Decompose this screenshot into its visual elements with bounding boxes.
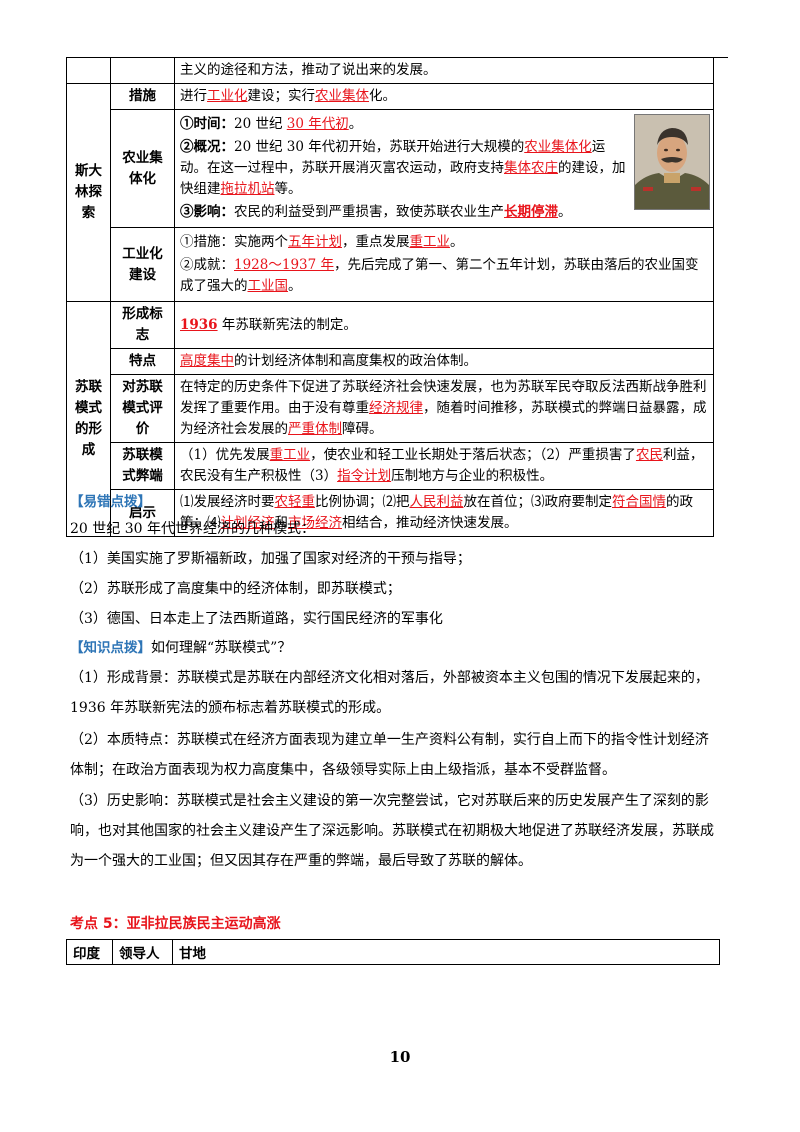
table-row: 斯大林探索 措施 进行工业化建设；实行农业集体化。: [66, 83, 714, 302]
knowledge-line: 体制；在政治方面表现为权力高度集中，各级领导实际上由上级指派，基本不受群监督。: [70, 762, 616, 778]
feature-label: 特点: [110, 348, 175, 375]
measures-text: 进行工业化建设；实行农业集体化。: [174, 83, 714, 110]
table-row: 对苏联模式评价 在特定的历史条件下促进了苏联经济社会快速发展，也为苏联军民夺取反…: [67, 374, 714, 443]
continuation-text: 主义的途径和方法，推动了说出来的发展。: [174, 57, 714, 84]
agri-collectivization-content: ①时间：20 世纪 30 年代初。 ②概况：20 世纪 30 年代初开始，苏联开…: [174, 109, 714, 228]
flaws-text: （1）优先发展重工业，使农业和轻工业长期处于落后状态；（2）严重损害了农民利益，…: [174, 442, 714, 490]
stalin-exploration-label: 斯大林探索: [66, 83, 111, 302]
lesson-text: ⑴发展经济时要农轻重比例协调；⑵把人民利益放在首位；⑶政府要制定符合国情的政策；…: [174, 489, 714, 537]
knowledge-line: （1）形成背景：苏联模式是苏联在内部经济文化相对落后，外部被资本主义包围的情况下…: [70, 670, 709, 686]
knowledge-line: 响，也对其他国家的社会主义建设产生了深远影响。苏联模式在初期极大地促进了苏联经济…: [70, 823, 714, 839]
table-row: 苏联模式的形成 形成标志 1936 年苏联新宪法的制定。: [66, 301, 714, 537]
history-summary-table: 主义的途径和方法，推动了说出来的发展。 斯大林探索 措施 进行工业化建设；实行农…: [66, 57, 714, 537]
formation-sign-text: 1936 年苏联新宪法的制定。: [174, 301, 714, 349]
table-row: 启示 ⑴发展经济时要农轻重比例协调；⑵把人民利益放在首位；⑶政府要制定符合国情的…: [67, 489, 714, 537]
feature-text: 高度集中的计划经济体制和高度集权的政治体制。: [174, 348, 714, 375]
evaluation-text: 在特定的历史条件下促进了苏联经济社会快速发展，也为苏联军民夺取反法西斯战争胜利发…: [174, 374, 714, 443]
flaws-label: 苏联模式弊端: [110, 442, 175, 490]
agri-collectivization-label: 农业集体化: [110, 109, 175, 228]
industrialization-content: ①措施：实施两个五年计划，重点发展重工业。 ②成就：1928～1937 年，先后…: [174, 227, 714, 302]
leader-cell: 甘地: [172, 939, 720, 965]
knowledge-line: （2）本质特点：苏联模式在经济方面表现为建立单一生产资料公有制，实行自上而下的指…: [70, 732, 709, 748]
leader-label-cell: 领导人: [112, 939, 173, 965]
knowledge-question: 如何理解“苏联模式”？: [151, 640, 292, 656]
india-table: 印度 领导人 甘地: [66, 939, 720, 965]
table-row: 主义的途径和方法，推动了说出来的发展。: [66, 57, 714, 84]
knowledge-line: （3）历史影响：苏联模式是社会主义建设的第一次完整尝试，它对苏联后来的历史发展产…: [70, 793, 709, 809]
section-title: 考点 5：亚非拉民族民主运动高涨: [70, 916, 281, 932]
table-row: 工业化建设 ①措施：实施两个五年计划，重点发展重工业。 ②成就：1928～193…: [67, 227, 714, 302]
measures-label: 措施: [110, 83, 175, 110]
table-row: 农业集体化 ①时间：20 世纪 30 年代初。 ②概况：20 世纪 30 年代初…: [67, 109, 714, 228]
table-row: 特点 高度集中的计划经济体制和高度集权的政治体制。: [67, 348, 714, 375]
knowledge-line: 为一个强大的工业国；但又因其存在严重的弊端，最后导致了苏联的解体。: [70, 853, 532, 869]
error-line: （3）德国、日本走上了法西斯道路，实行国民经济的军事化: [70, 611, 443, 627]
error-line: （1）美国实施了罗斯福新政，加强了国家对经济的干预与指导；: [70, 551, 471, 567]
formation-sign-label: 形成标志: [110, 301, 175, 349]
table-row: 苏联模式弊端 （1）优先发展重工业，使农业和轻工业长期处于落后状态；（2）严重损…: [67, 442, 714, 490]
error-line: （2）苏联形成了高度集中的经济体制，即苏联模式；: [70, 581, 401, 597]
knowledge-line: 1936 年苏联新宪法的颁布标志着苏联模式的形成。: [70, 700, 391, 716]
error-line: 20 世纪 30 年代世界经济的几种模式：: [70, 521, 315, 537]
stalin-portrait: [634, 114, 710, 210]
knowledge-tips-title: 【知识点拨】: [70, 640, 151, 656]
evaluation-label: 对苏联模式评价: [110, 374, 175, 443]
table-row: 印度 领导人 甘地: [66, 939, 720, 965]
error-tips-title: 【易错点拨】: [70, 494, 151, 510]
industrialization-label: 工业化建设: [110, 227, 175, 302]
page-number: 10: [389, 1048, 411, 1066]
knowledge-header: 【知识点拨】如何理解“苏联模式”？: [70, 637, 720, 659]
country-cell: 印度: [66, 939, 113, 965]
